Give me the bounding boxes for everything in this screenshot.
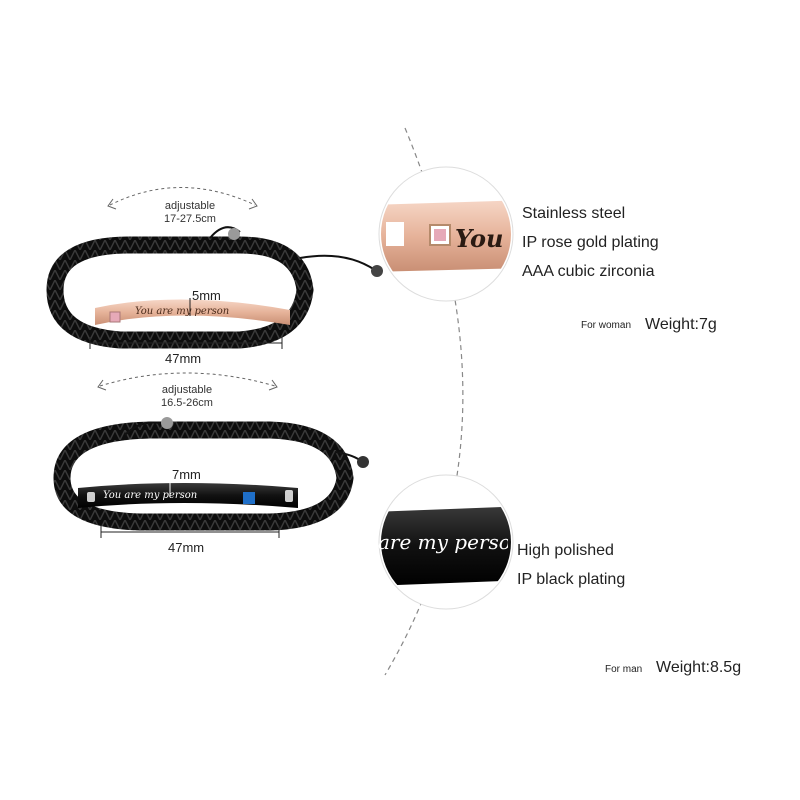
woman-width-label: 5mm (192, 288, 221, 303)
man-bracelet (53, 372, 369, 531)
woman-adjustable-label: adjustable 17-27.5cm (140, 200, 240, 226)
woman-bracelet (46, 187, 383, 349)
man-specs: High polished IP black plating (517, 536, 625, 594)
man-weight: Weight:8.5g (656, 659, 742, 676)
woman-length-label: 47mm (165, 351, 202, 366)
woman-spec-2: IP rose gold plating (522, 234, 659, 251)
man-for-label: For man (605, 664, 643, 675)
man-spec-1: High polished (517, 542, 614, 559)
woman-spec-3: AAA cubic zirconia (522, 263, 655, 280)
zoom-circle-rose-gold (378, 166, 514, 302)
woman-bar-engraving: You are my person (135, 306, 230, 317)
woman-specs: Stainless steel IP rose gold plating AAA… (522, 199, 659, 286)
woman-adjustable-range: 17-27.5cm (164, 213, 216, 225)
man-spec-2: IP black plating (517, 571, 626, 588)
man-adjustable-label: adjustable 16.5-26cm (137, 384, 237, 410)
man-length-label: 47mm (168, 540, 205, 555)
dashed-connector-arc (384, 127, 464, 676)
zoom-black-engraving: are my perso (378, 530, 508, 554)
woman-for-label: For woman (581, 320, 632, 331)
man-bar-engraving: You are my person (103, 490, 198, 501)
woman-adjustable-word: adjustable (164, 200, 216, 212)
woman-spec-1: Stainless steel (522, 205, 626, 222)
zoom-rose-engraving: You (455, 224, 504, 253)
man-adjustable-word: adjustable (161, 384, 213, 396)
zoom-circle-black (378, 474, 514, 610)
man-width-label: 7mm (172, 467, 201, 482)
man-adjustable-range: 16.5-26cm (161, 397, 213, 409)
woman-weight: Weight:7g (645, 316, 717, 333)
